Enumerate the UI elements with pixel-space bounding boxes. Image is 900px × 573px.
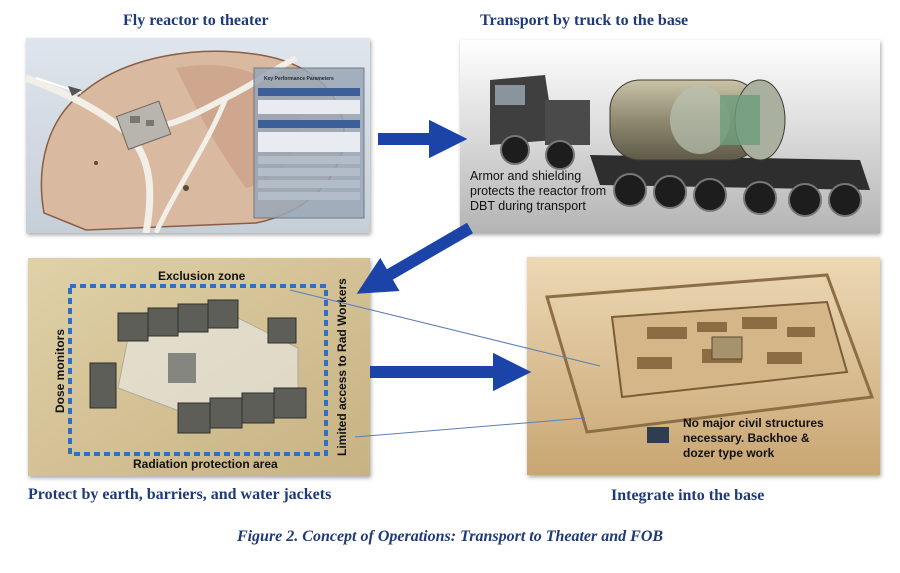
heading-integrate: Integrate into the base (611, 487, 765, 504)
exclusion-zone-border (68, 284, 328, 456)
limited-access-label: Limited access to Rad Workers (335, 278, 349, 456)
heading-protect: Protect by earth, barriers, and water ja… (28, 486, 332, 503)
exclusion-zone-label: Exclusion zone (158, 269, 246, 283)
panel-protect: Exclusion zone Dose monitors Limited acc… (28, 258, 370, 476)
base-annotation-line-3: dozer type work (683, 446, 775, 460)
heading-transport-truck: Transport by truck to the base (480, 12, 689, 29)
truck-annotation-line-3: DBT during transport (470, 199, 586, 213)
truck-annotation: Armor and shielding protects the reactor… (470, 169, 606, 213)
truck-annotation-line-1: Armor and shielding (470, 169, 581, 183)
dose-monitors-label: Dose monitors (53, 329, 67, 413)
panel-fly-reactor-map: Key Performance Parameters (26, 38, 370, 233)
base-illustration: No major civil structures necessary. Bac… (527, 257, 880, 475)
panel-truck-transport: Armor and shielding protects the reactor… (460, 40, 880, 233)
base-annotation-line-2: necessary. Backhoe & (683, 431, 810, 445)
heading-fly-reactor: Fly reactor to theater (123, 12, 269, 29)
figure-caption: Figure 2. Concept of Operations: Transpo… (236, 528, 664, 545)
truck-illustration: Armor and shielding protects the reactor… (460, 40, 880, 233)
truck-annotation-line-2: protects the reactor from (470, 184, 606, 198)
radiation-protection-area-label: Radiation protection area (133, 457, 278, 471)
panel-integrate-base: No major civil structures necessary. Bac… (527, 257, 880, 475)
base-annotation: No major civil structures necessary. Bac… (683, 416, 824, 460)
protection-illustration: Exclusion zone Dose monitors Limited acc… (28, 258, 370, 476)
arrow-truck-to-protect (356, 222, 474, 294)
kpp-title: Key Performance Parameters (264, 76, 334, 82)
theater-map-illustration: Key Performance Parameters (26, 38, 370, 233)
base-annotation-line-1: No major civil structures (683, 416, 824, 430)
